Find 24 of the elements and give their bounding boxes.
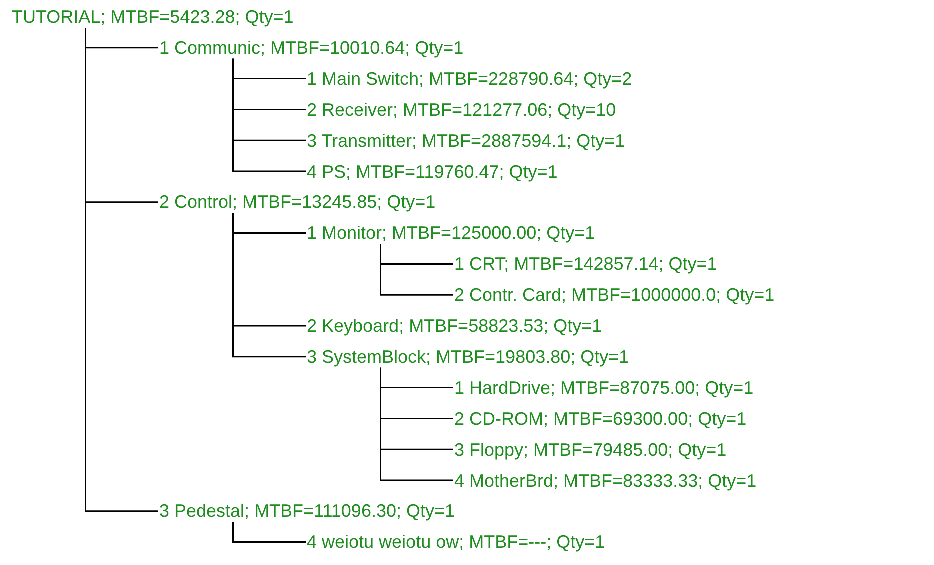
tree-connector — [232, 522, 306, 544]
tree-item-label: 3 Floppy; MTBF=79485.00; Qty=1 — [454, 438, 727, 461]
tree-item-label: 2 Receiver; MTBF=121277.06; Qty=10 — [307, 98, 616, 121]
tree-item-label: 1 CRT; MTBF=142857.14; Qty=1 — [454, 253, 718, 276]
tree-item-label: 3 SystemBlock; MTBF=19803.80; Qty=1 — [307, 346, 630, 368]
tree-item-label: 2 Keyboard; MTBF=58823.53; Qty=1 — [307, 315, 602, 337]
tree-item-label: 2 Contr. Card; MTBF=1000000.0; Qty=1 — [454, 284, 775, 306]
tree-connector — [85, 28, 158, 512]
tree-connector — [380, 368, 454, 482]
tree-item-label: 1 HardDrive; MTBF=87075.00; Qty=1 — [454, 376, 754, 399]
tree-item-label: 4 PS; MTBF=119760.47; Qty=1 — [307, 160, 558, 182]
tree-connector — [232, 213, 306, 358]
tree-item-label: 4 MotherBrd; MTBF=83333.33; Qty=1 — [454, 470, 757, 492]
tree-item-label: 4 weiotu weiotu ow; MTBF=---; Qty=1 — [307, 531, 606, 554]
tree-item-label: 3 Transmitter; MTBF=2887594.1; Qty=1 — [307, 130, 626, 152]
tree-connector — [380, 244, 454, 296]
tree-item-label: TUTORIAL; MTBF=5423.28; Qty=1 — [12, 6, 294, 28]
tree-item-label: 2 Control; MTBF=13245.85; Qty=1 — [160, 191, 436, 214]
tree-item-label: 1 Main Switch; MTBF=228790.64; Qty=2 — [307, 68, 632, 90]
tree-connector — [232, 58, 306, 172]
tree-item-label: 2 CD-ROM; MTBF=69300.00; Qty=1 — [454, 408, 747, 430]
tree-item-label: 3 Pedestal; MTBF=111096.30; Qty=1 — [160, 500, 456, 522]
tree-item-label: 1 Communic; MTBF=10010.64; Qty=1 — [160, 36, 464, 59]
tree-item-label: 1 Monitor; MTBF=125000.00; Qty=1 — [307, 222, 596, 244]
